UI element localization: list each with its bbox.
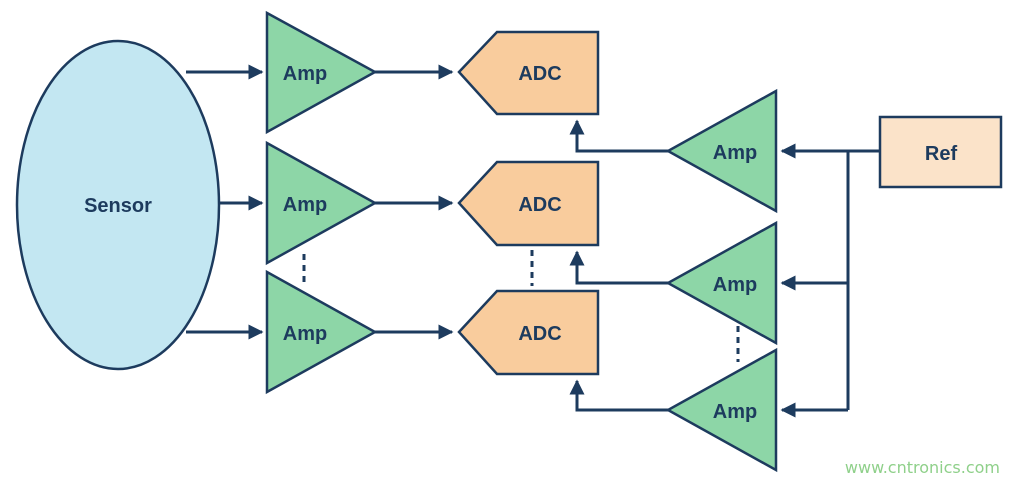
- sensor-block: Sensor: [15, 39, 221, 371]
- ref-amp-3: Amp: [665, 347, 778, 473]
- front-amp-3: Amp: [265, 269, 378, 395]
- sensor-label: Sensor: [84, 195, 152, 217]
- ref-amp-1-label: Amp: [713, 142, 757, 164]
- ref-amp-2-label: Amp: [713, 274, 757, 296]
- ref-amp-3-label: Amp: [713, 401, 757, 423]
- adc-2: ADC: [457, 160, 600, 247]
- sensor-ellipse: [15, 39, 221, 371]
- front-amp-2-label: Amp: [283, 194, 327, 216]
- adc-3: ADC: [457, 289, 600, 376]
- adc-1: ADC: [457, 30, 600, 116]
- ref-label: Ref: [925, 143, 958, 165]
- wire-refamp-to-adc-2: [569, 250, 668, 285]
- front-amp-1-label: Amp: [283, 63, 327, 85]
- adc-3-label: ADC: [518, 323, 561, 345]
- adc-1-label: ADC: [518, 63, 561, 85]
- ref-block: Ref: [878, 115, 1003, 189]
- adc-2-label: ADC: [518, 194, 561, 216]
- wire-refamp-to-adc-3: [569, 379, 668, 412]
- front-amp-2: Amp: [265, 140, 378, 266]
- ref-amp-1: Amp: [665, 88, 778, 214]
- wire-refamp-to-adc-1: [569, 119, 668, 153]
- front-amp-1: Amp: [265, 10, 378, 135]
- watermark-text: www.cntronics.com: [845, 458, 1000, 477]
- ref-rect: [878, 115, 1003, 189]
- ref-amp-2: Amp: [665, 220, 778, 346]
- front-amp-3-label: Amp: [283, 323, 327, 345]
